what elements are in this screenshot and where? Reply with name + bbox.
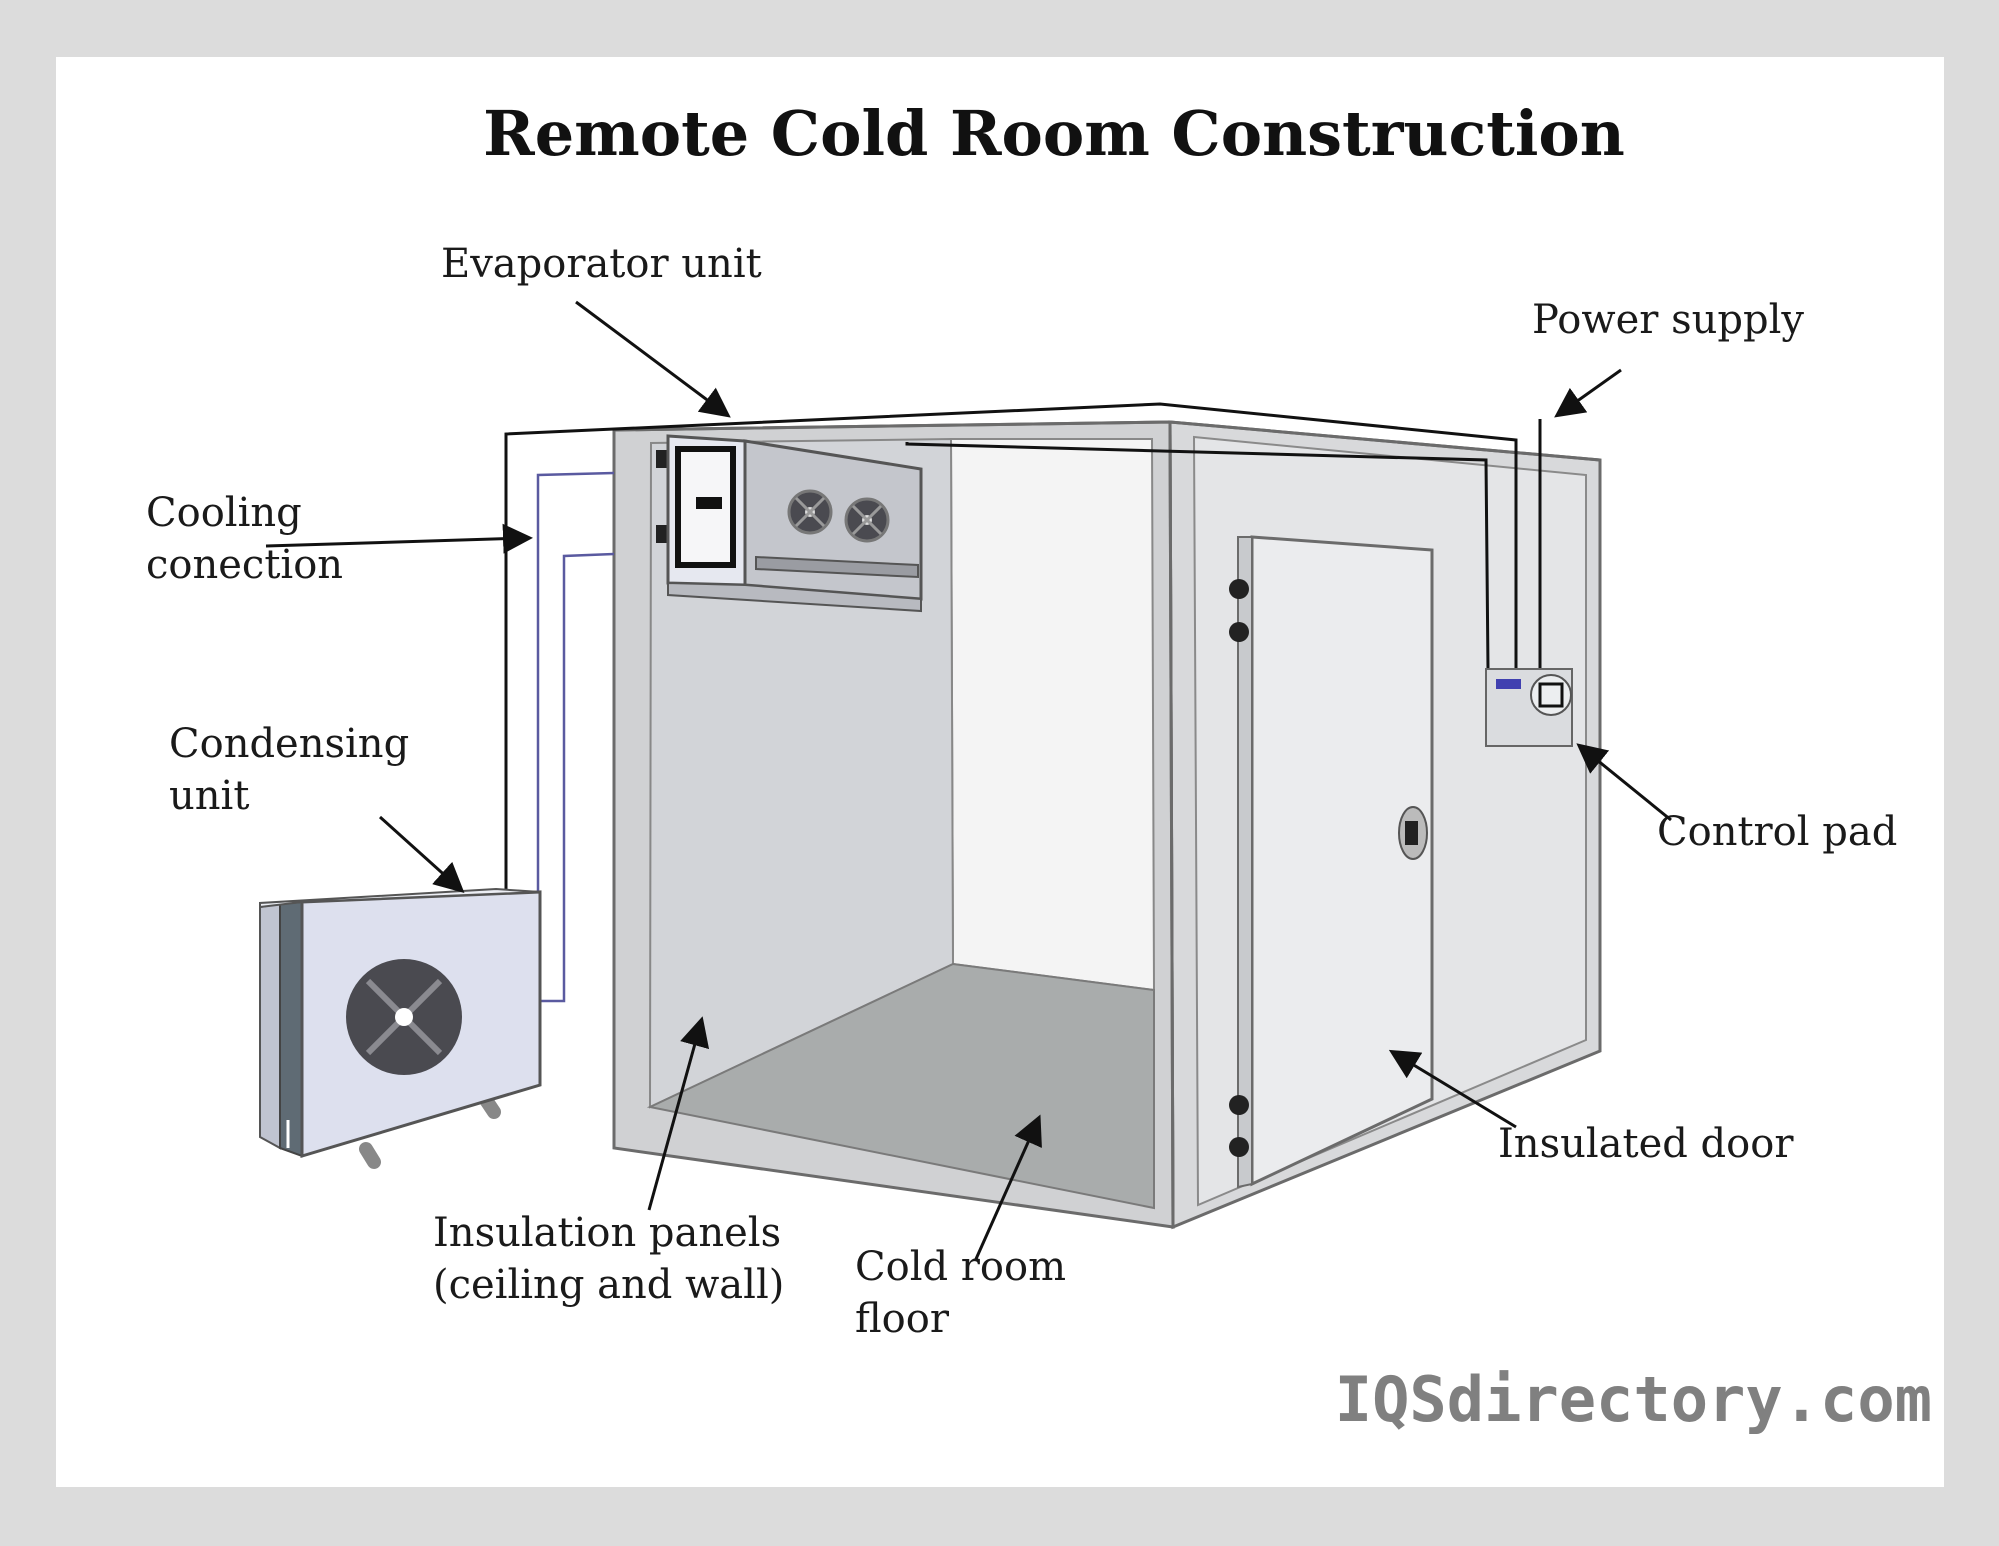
leader-arrows — [265, 300, 1672, 1260]
evaporator-unit — [656, 434, 923, 613]
arrow-insulated-door — [1388, 1049, 1517, 1129]
label-power-supply: Power supply — [1532, 297, 1804, 343]
power-line — [504, 402, 1518, 892]
door-hinge — [1229, 622, 1249, 642]
labels: Evaporator unit Power supply Cooling con… — [146, 241, 1897, 1342]
arrow-power-supply — [1554, 368, 1622, 418]
door-hinge — [1229, 1137, 1249, 1157]
condensing-unit — [259, 887, 542, 1169]
power-line — [905, 442, 1490, 670]
door-jamb — [1237, 536, 1253, 1189]
arrow-cooling-connection — [265, 523, 533, 554]
label-cold-room-floor-2: floor — [855, 1296, 950, 1342]
arrow-evaporator-unit — [575, 300, 731, 418]
label-control-pad: Control pad — [1657, 809, 1897, 855]
control-display — [1496, 679, 1521, 689]
arrow-condensing-unit — [378, 815, 465, 894]
refrigerant-pipe — [536, 471, 615, 998]
label-evaporator-unit: Evaporator unit — [441, 241, 762, 287]
back-wall — [949, 438, 1156, 992]
diagram-title: Remote Cold Room Construction — [483, 97, 1625, 170]
door-hinge — [1229, 1095, 1249, 1115]
diagram-panel: Remote Cold Room Construction — [56, 57, 1944, 1487]
label-cooling-connection-1: Cooling — [146, 490, 302, 536]
label-insulated-door: Insulated door — [1498, 1121, 1794, 1167]
control-pad — [1485, 668, 1573, 747]
arrow-control-pad — [1576, 743, 1672, 822]
label-insulation-panels-2: (ceiling and wall) — [433, 1262, 784, 1308]
label-condensing-unit-1: Condensing — [169, 721, 409, 767]
label-cold-room-floor-1: Cold room — [855, 1244, 1066, 1290]
refrigerant-lines — [504, 402, 1542, 1003]
label-cooling-connection-2: conection — [146, 542, 343, 588]
refrigerant-pipe — [538, 552, 615, 1003]
door-hinge — [1229, 579, 1249, 599]
cold-room — [612, 420, 1602, 1230]
label-insulation-panels-1: Insulation panels — [433, 1210, 781, 1256]
room-corner-edge — [1168, 421, 1175, 1228]
cold-room-diagram: Remote Cold Room Construction — [146, 97, 1932, 1436]
insulated-door — [1250, 535, 1434, 1187]
door-handle-lock — [1405, 821, 1418, 845]
arrow-insulation-panels — [647, 1016, 710, 1211]
arrow-cold-room-floor — [974, 1114, 1042, 1260]
brand-watermark: IQSdirectory.com — [1335, 1363, 1932, 1436]
label-condensing-unit-2: unit — [169, 773, 249, 819]
